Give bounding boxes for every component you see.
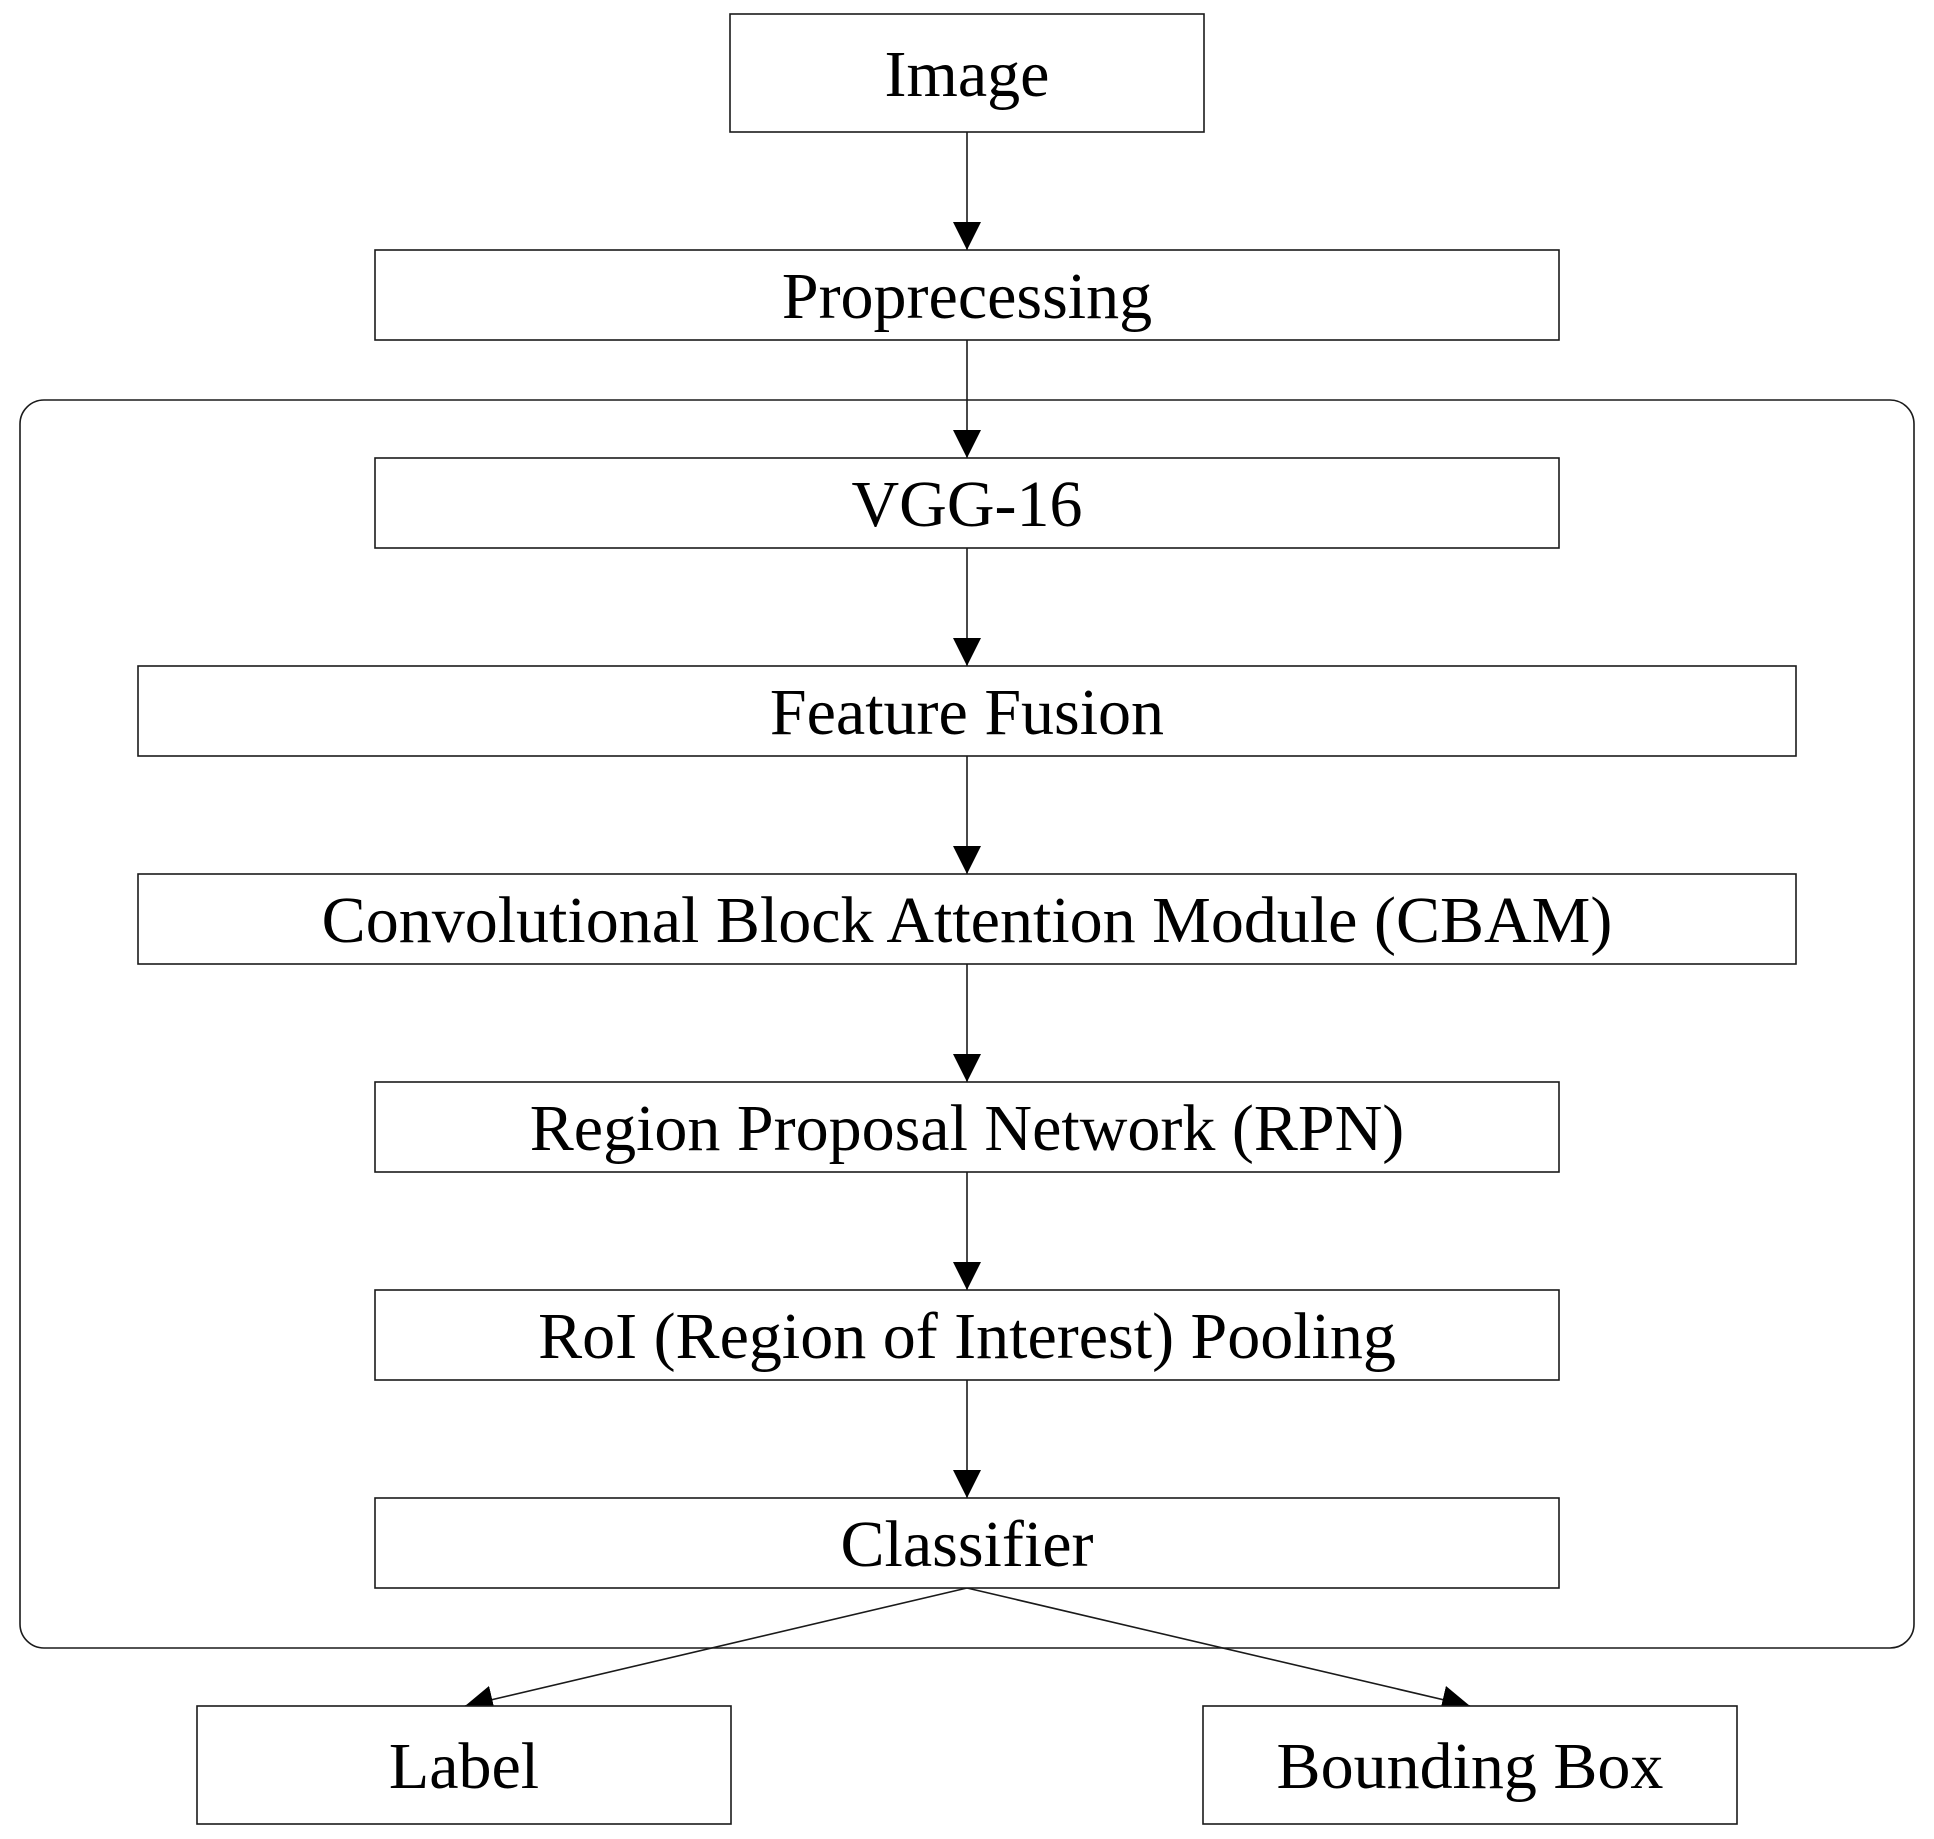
node-rpn-box xyxy=(374,1081,1560,1173)
node-roi-pooling: RoI (Region of Interest) Pooling xyxy=(374,1289,1560,1381)
node-rpn-label: Region Proposal Network (RPN) xyxy=(530,1092,1404,1165)
node-label-label: Label xyxy=(389,1730,539,1803)
node-vgg16: VGG-16 xyxy=(374,457,1560,549)
node-preprocessing-box xyxy=(374,249,1560,341)
node-bounding-box: Bounding Box xyxy=(1202,1705,1738,1825)
node-bounding-box-box xyxy=(1202,1705,1738,1825)
edge-classifier-to-label xyxy=(464,1587,968,1714)
edges xyxy=(464,132,1471,1714)
node-roi-pooling-box xyxy=(374,1289,1560,1381)
node-feature-fusion-box xyxy=(137,665,1797,757)
node-cbam-label: Convolutional Block Attention Module (CB… xyxy=(322,884,1613,957)
node-feature-fusion: Feature Fusion xyxy=(137,665,1797,757)
node-preprocessing-label: Proprecessing xyxy=(782,260,1152,333)
node-image-box xyxy=(729,13,1205,133)
node-classifier-box xyxy=(374,1497,1560,1589)
node-cbam: Convolutional Block Attention Module (CB… xyxy=(137,873,1797,965)
node-image-label: Image xyxy=(885,38,1050,111)
node-preprocessing: Proprecessing xyxy=(374,249,1560,341)
node-classifier-label: Classifier xyxy=(841,1508,1094,1581)
node-label: Label xyxy=(196,1705,732,1825)
node-bounding-box-label: Bounding Box xyxy=(1277,1730,1664,1803)
node-roi-pooling-label: RoI (Region of Interest) Pooling xyxy=(538,1300,1396,1373)
node-feature-fusion-label: Feature Fusion xyxy=(770,676,1164,749)
node-cbam-box xyxy=(137,873,1797,965)
edge-classifier-to-bounding-box xyxy=(966,1587,1471,1714)
node-vgg16-box xyxy=(374,457,1560,549)
node-rpn: Region Proposal Network (RPN) xyxy=(374,1081,1560,1173)
node-vgg16-label: VGG-16 xyxy=(852,468,1083,541)
node-label-box xyxy=(196,1705,732,1825)
node-classifier: Classifier xyxy=(374,1497,1560,1589)
node-image: Image xyxy=(729,13,1205,133)
